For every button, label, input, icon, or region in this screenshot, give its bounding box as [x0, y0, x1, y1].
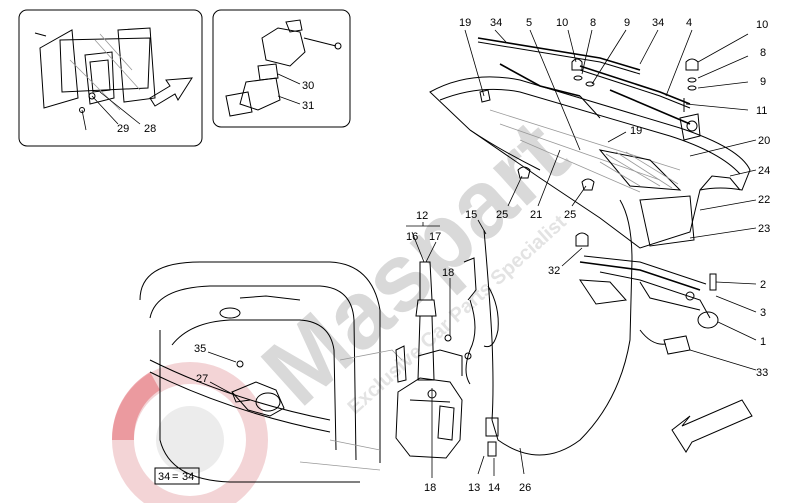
callout-10-top: 10: [556, 17, 568, 29]
wiper-blades: [477, 37, 701, 141]
callout-12: 12: [416, 210, 428, 222]
callout-8: 8: [760, 47, 766, 59]
legend-symbol: =: [172, 471, 178, 483]
callout-28: 28: [144, 123, 156, 135]
callout-21: 21: [530, 209, 542, 221]
callout-27: 27: [196, 373, 208, 385]
callout-9-top: 9: [624, 17, 630, 29]
callout-4: 4: [686, 17, 692, 29]
watermark: Maspart Exclusive Car Parts Specialist: [111, 100, 588, 503]
fastener-stack: 10 8 9 11 10 8 9: [556, 17, 768, 117]
inset-right: 30 31: [212, 9, 351, 128]
callout-18-lower: 18: [424, 482, 436, 494]
legend-right: 34: [182, 471, 194, 483]
callout-33: 33: [756, 367, 768, 379]
watermark-emblem-icon: [111, 362, 268, 503]
callout-25-right: 25: [564, 209, 576, 221]
callout-24: 24: [758, 165, 770, 177]
mid-callouts: 19 20 24 22 23 25 21 25: [496, 125, 770, 239]
callout-31: 31: [302, 100, 314, 112]
callout-5: 5: [526, 17, 532, 29]
washer-hose: 15 13 14 26: [465, 199, 633, 494]
callout-13: 13: [468, 482, 480, 494]
callout-11: 11: [756, 105, 767, 117]
inset-left: 29 28: [18, 9, 203, 147]
watermark-brand: Maspart: [242, 100, 587, 426]
washer-reservoir: 12 16 17 18 18: [395, 210, 499, 494]
orientation-arrow-icon: [671, 399, 753, 453]
callout-3: 3: [760, 307, 766, 319]
callout-30: 30: [302, 80, 314, 92]
callout-23: 23: [758, 223, 770, 235]
callout-18: 18: [442, 267, 454, 279]
callout-19-mid: 19: [630, 125, 642, 137]
legend-box: 34 = 34: [154, 467, 200, 485]
callout-2: 2: [760, 279, 766, 291]
callout-22: 22: [758, 194, 770, 206]
callout-8-top: 8: [590, 17, 596, 29]
callout-29: 29: [117, 123, 129, 135]
callout-32: 32: [548, 265, 560, 277]
callout-20: 20: [758, 135, 770, 147]
callout-34: 34: [490, 17, 502, 29]
callout-35: 35: [194, 343, 206, 355]
callout-1: 1: [760, 336, 766, 348]
top-callouts: 19 34 5 34 4: [459, 17, 693, 151]
callout-26: 26: [519, 482, 531, 494]
wiper-linkage: 32 2 3 1 33: [548, 232, 768, 379]
callout-10: 10: [756, 19, 768, 31]
car-front-outline: [139, 261, 403, 483]
callout-19: 19: [459, 17, 471, 29]
horn-assembly: 35 27: [194, 343, 285, 417]
legend-left: 34: [158, 471, 170, 483]
callout-17: 17: [429, 231, 441, 243]
callout-34-right: 34: [652, 17, 664, 29]
callout-16: 16: [406, 231, 418, 243]
direction-arrow-icon: [149, 77, 193, 107]
callout-15: 15: [465, 209, 477, 221]
cowl-panel: [429, 76, 751, 249]
callout-14: 14: [488, 482, 500, 494]
callout-9: 9: [760, 76, 766, 88]
callout-25: 25: [496, 209, 508, 221]
